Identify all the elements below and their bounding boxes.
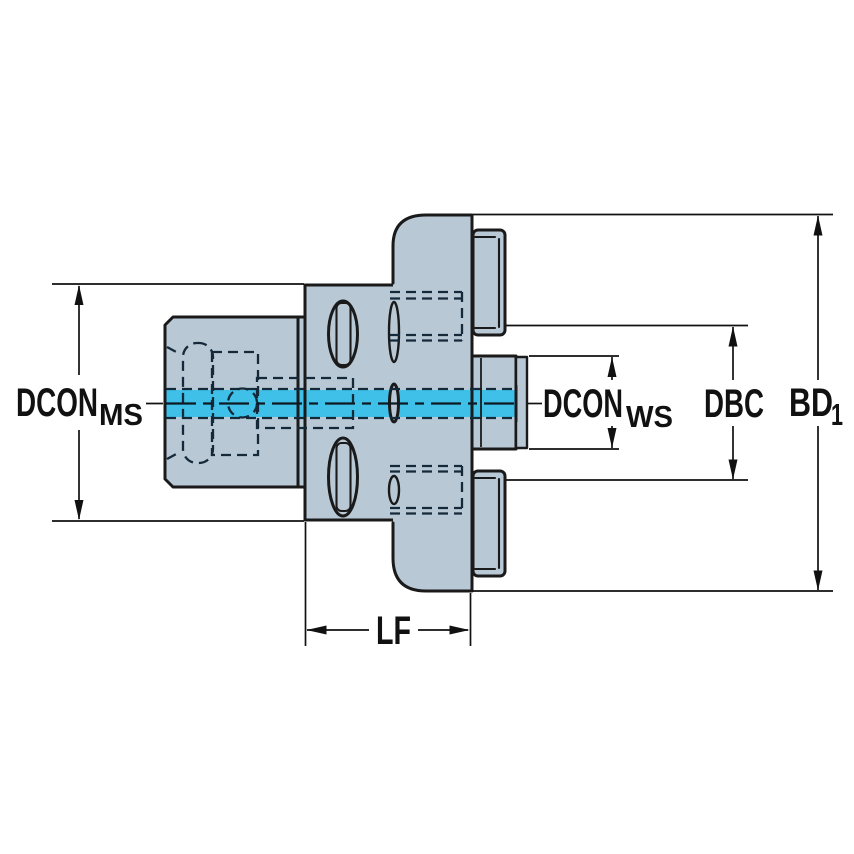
label-bd1-sub: 1 <box>831 397 843 432</box>
slot-edge-arc-top <box>387 300 401 364</box>
label-dcon-ms-sub: MS <box>99 397 143 432</box>
slot-edge-arc-bottom <box>387 474 401 506</box>
mount-bolt-bottom <box>471 469 507 578</box>
hidden-bolt-hole-bottom <box>390 464 464 515</box>
oval-slot-top <box>327 299 359 369</box>
dimension-lf <box>304 522 472 646</box>
coupling-end-cap <box>514 355 529 450</box>
label-dcon-ms: DCON <box>16 381 98 425</box>
hidden-detail <box>166 290 515 515</box>
dimension-dcon-ws <box>529 355 619 450</box>
mount-bolt-top <box>471 228 507 337</box>
label-dbc: DBC <box>704 382 764 426</box>
dimensions <box>52 213 833 646</box>
label-lf: LF <box>376 609 411 653</box>
hidden-bolt-hole-top <box>390 290 464 342</box>
label-dcon-ws-sub: WS <box>626 399 673 434</box>
dimension-dcon-ms <box>52 283 304 522</box>
oval-slot-bottom <box>327 436 359 518</box>
label-dcon-ws: DCON <box>543 382 623 426</box>
dimension-bd1 <box>472 213 833 592</box>
dimension-dbc <box>506 324 748 481</box>
dimension-labels: DCON MS DCON WS DBC BD 1 LF <box>16 381 843 653</box>
label-bd1: BD <box>789 381 833 425</box>
